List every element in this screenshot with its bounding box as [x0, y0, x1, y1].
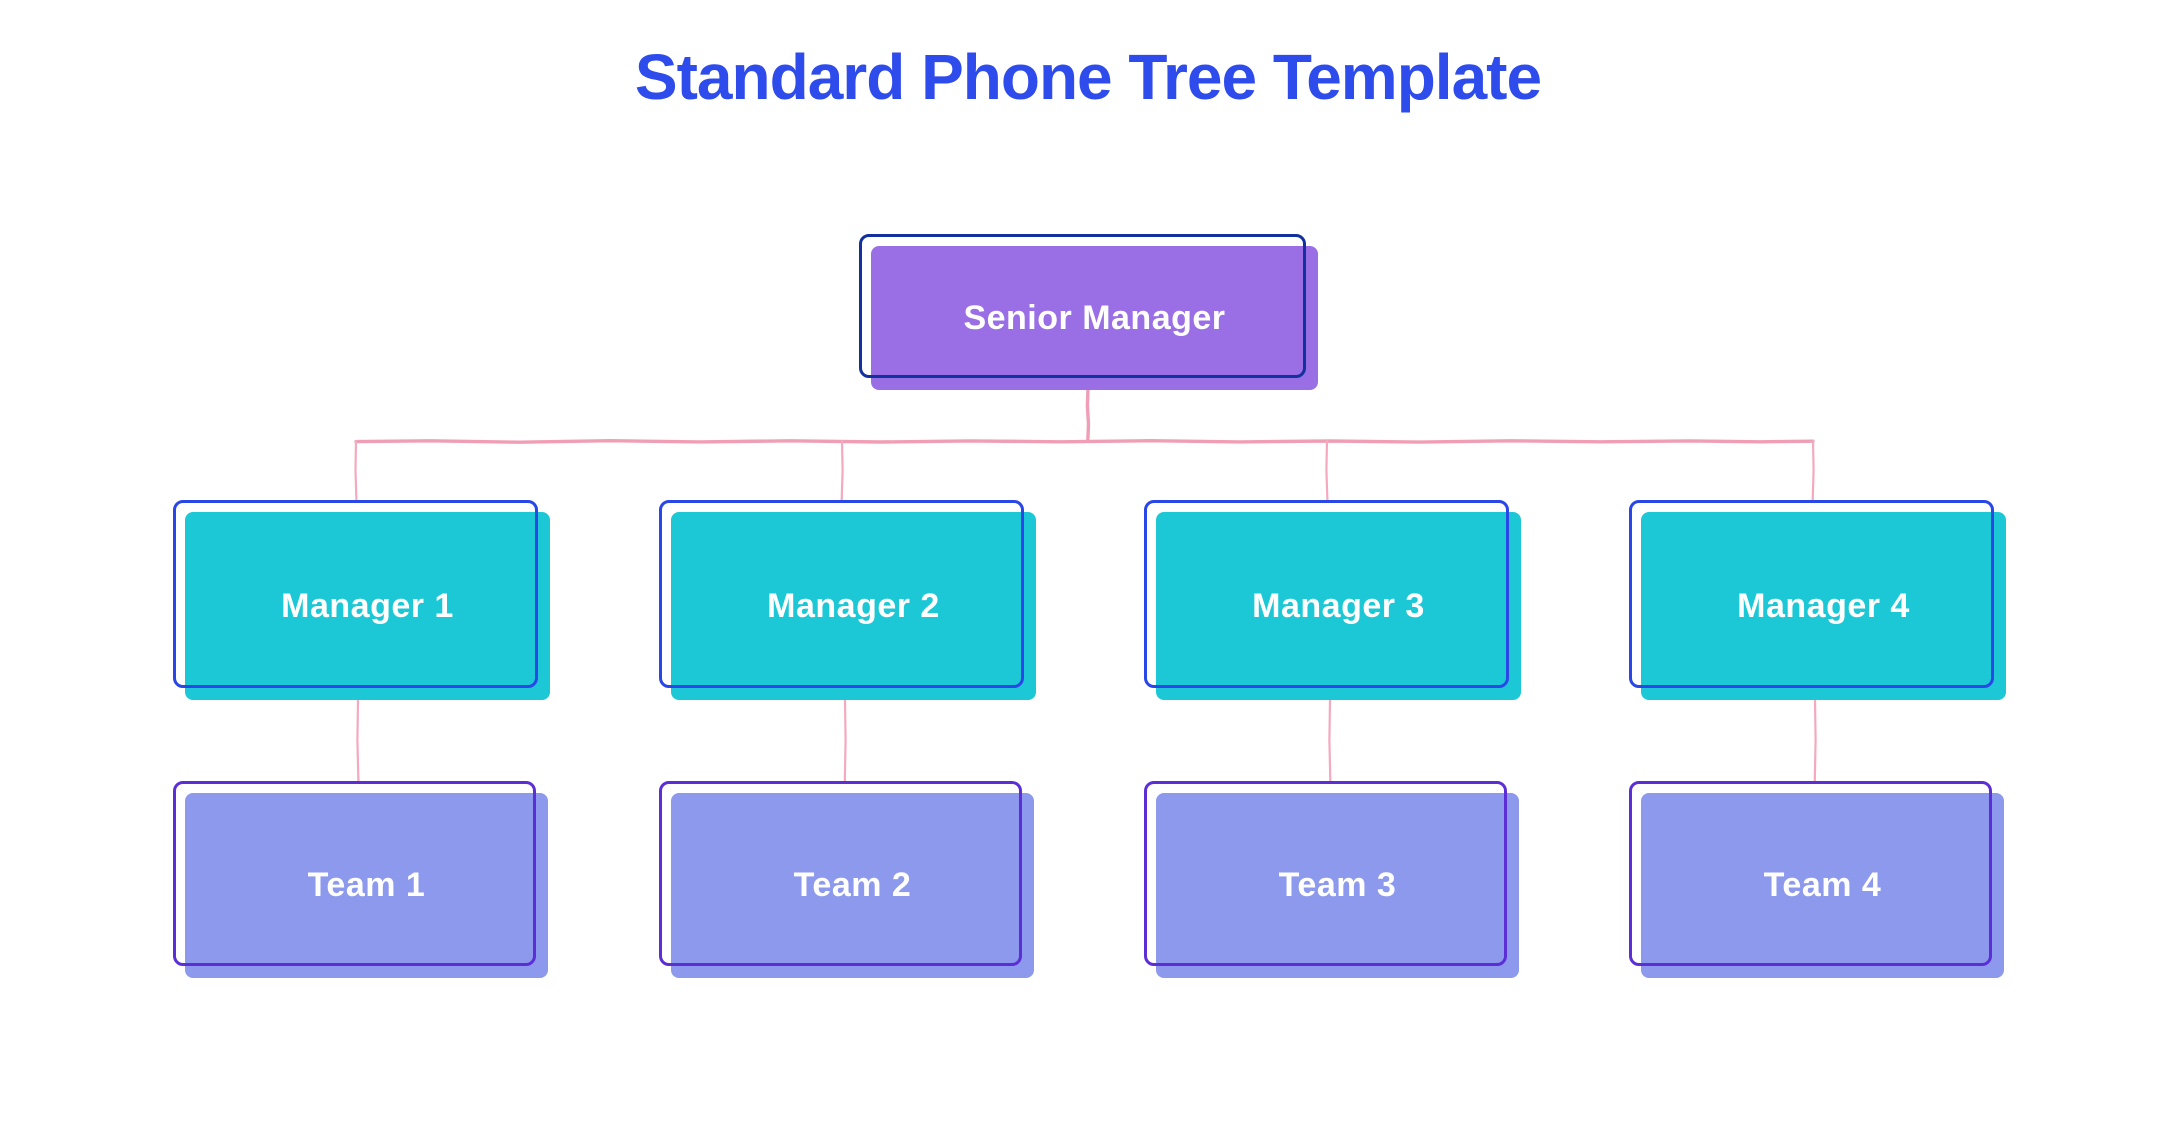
node-label: Team 4	[1763, 866, 1882, 904]
node-fill: Team 4	[1641, 793, 2004, 978]
connector-manager-team-3	[1328, 698, 1332, 783]
node-fill: Team 3	[1156, 793, 1519, 978]
node-fill: Manager 4	[1641, 512, 2006, 700]
connector-drop-manager-1	[354, 439, 358, 502]
node-fill: Manager 3	[1156, 512, 1521, 700]
node-fill: Senior Manager	[871, 246, 1318, 390]
node-manager-2[interactable]: Manager 2	[659, 500, 1036, 700]
node-label: Team 2	[793, 866, 912, 904]
node-manager-4[interactable]: Manager 4	[1629, 500, 2006, 700]
node-label: Team 3	[1278, 866, 1397, 904]
connector-manager-team-2	[843, 698, 847, 783]
connector-bus	[354, 438, 1815, 444]
node-team-3[interactable]: Team 3	[1144, 781, 1519, 978]
connector-root-drop	[1085, 387, 1091, 443]
node-manager-1[interactable]: Manager 1	[173, 500, 550, 700]
node-label: Team 1	[307, 866, 426, 904]
node-label: Manager 1	[281, 586, 454, 625]
node-label: Manager 4	[1737, 586, 1910, 625]
page-title: Standard Phone Tree Template	[634, 41, 1542, 113]
node-fill: Team 1	[185, 793, 548, 978]
node-fill: Team 2	[671, 793, 1034, 978]
connector-drop-manager-4	[1811, 439, 1815, 502]
node-fill: Manager 2	[671, 512, 1036, 700]
node-label: Manager 2	[767, 586, 940, 625]
node-label: Senior Manager	[963, 298, 1226, 337]
node-manager-3[interactable]: Manager 3	[1144, 500, 1521, 700]
node-team-2[interactable]: Team 2	[659, 781, 1034, 978]
node-team-1[interactable]: Team 1	[173, 781, 548, 978]
node-senior-manager[interactable]: Senior Manager	[859, 234, 1318, 390]
connector-drop-manager-2	[840, 439, 844, 502]
connector-manager-team-4	[1813, 698, 1817, 783]
node-fill: Manager 1	[185, 512, 550, 700]
node-label: Manager 3	[1252, 586, 1425, 625]
connector-manager-team-1	[356, 698, 360, 783]
connector-drop-manager-3	[1325, 439, 1329, 502]
node-team-4[interactable]: Team 4	[1629, 781, 2004, 978]
